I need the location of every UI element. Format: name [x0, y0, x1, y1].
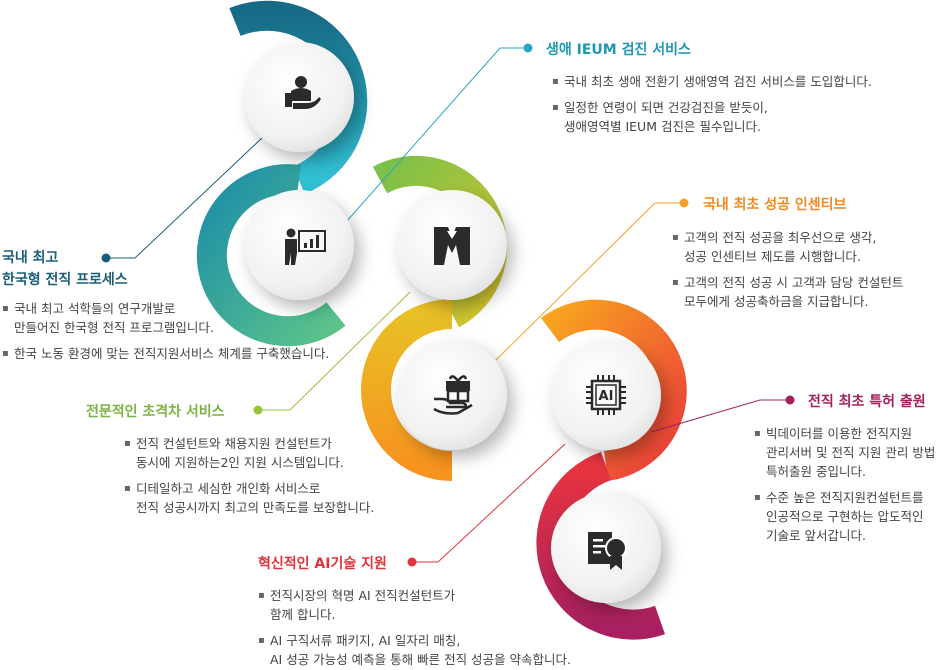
ai-chip-label: AI — [599, 389, 614, 404]
section-bullets-incentive: 고객의 전직 성공을 최우선으로 생각, 성공 인센티브 제도를 시행합니다. … — [672, 228, 903, 311]
section-title-patent: 전직 최초 특허 출원 — [808, 394, 926, 410]
section-bullets-checkup: 국내 최초 생애 전환기 생애영역 검진 서비스를 도입합니다. 일정한 연령이… — [552, 72, 872, 136]
bullet-item: 고객의 전직 성공 시 고객과 담당 컨설턴트 모두에게 성공축하금을 지급합니… — [672, 273, 903, 311]
section-title-incentive: 국내 최초 성공 인센티브 — [703, 197, 847, 213]
bullet-item: 고객의 전직 성공을 최우선으로 생각, 성공 인센티브 제도를 시행합니다. — [672, 228, 903, 266]
gift-hand-icon — [433, 375, 473, 415]
bullet-item: 전직시장의 혁명 AI 전직컨설턴트가 함께 합니다. — [258, 586, 571, 624]
section-bullets-process: 국내 최고 석학들의 연구개발로 만들어진 한국형 전직 프로그램입니다. 한국… — [2, 299, 329, 363]
bullet-item: AI 구직서류 패키지, AI 일자리 매칭, AI 성공 가능성 예측을 통해… — [258, 631, 571, 669]
connector-ai — [412, 443, 566, 563]
section-bullets-ai: 전직시장의 혁명 AI 전직컨설턴트가 함께 합니다. AI 구직서류 패키지,… — [258, 586, 571, 669]
section-title-checkup: 생애 IEUM 검진 서비스 — [546, 42, 691, 58]
bullet-item: 한국 노동 환경에 맞는 전직지원서비스 체계를 구축했습니다. — [2, 344, 329, 363]
section-title-ai: 혁신적인 AI기술 지원 — [258, 556, 387, 572]
connector-expert — [258, 291, 411, 411]
section-title-expert: 전문적인 초격차 서비스 — [86, 404, 225, 420]
connector-patent — [650, 399, 790, 433]
section-title-process-line1: 국내 최고 — [2, 250, 59, 266]
bullet-item: 빅데이터를 이용한 전직지원 관리서버 및 전직 지원 관리 방법 특허출원 중… — [754, 424, 935, 481]
bullet-item: 전직 컨설턴트와 채용지원 컨설턴트가 동시에 지원하는2인 지원 시스템입니다… — [124, 434, 374, 472]
bullet-item: 일정한 연령이 되면 건강검진을 받듯이, 생애영역별 IEUM 검진은 필수입… — [552, 98, 872, 136]
section-bullets-expert: 전직 컨설턴트와 채용지원 컨설턴트가 동시에 지원하는2인 지원 시스템입니다… — [124, 434, 374, 517]
connector-process — [106, 137, 263, 259]
connector-checkup — [345, 47, 528, 223]
connector-incentive — [495, 202, 684, 361]
section-bullets-patent: 빅데이터를 이용한 전직지원 관리서버 및 전직 지원 관리 방법 특허출원 중… — [754, 424, 935, 545]
bullet-item: 수준 높은 전직지원컨설턴트를 인공적으로 구현하는 압도적인 기술로 앞서갑니… — [754, 488, 935, 545]
bullet-item: 디테일하고 세심한 개인화 서비스로 전직 성공시까지 최고의 만족도를 보장합… — [124, 479, 374, 517]
bullet-item: 국내 최초 생애 전환기 생애영역 검진 서비스를 도입합니다. — [552, 72, 872, 91]
section-title-process-line2: 한국형 전직 프로세스 — [2, 272, 128, 288]
ring-segment-5 — [540, 299, 687, 481]
ring-segment-4 — [361, 299, 453, 481]
ai-chip-icon: AI — [586, 375, 626, 415]
presentation-icon — [285, 228, 326, 265]
bullet-item: 국내 최고 석학들의 연구개발로 만들어진 한국형 전직 프로그램입니다. — [2, 299, 329, 337]
connectors — [101, 43, 795, 567]
certificate-icon — [588, 532, 627, 570]
suit-icon — [434, 227, 470, 265]
hand-person-icon — [285, 76, 321, 109]
